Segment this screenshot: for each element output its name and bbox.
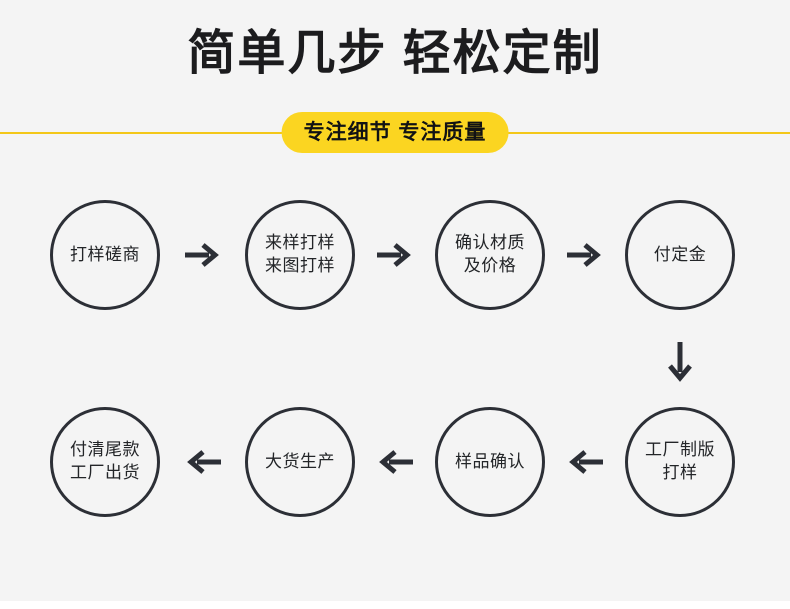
arrow-right-icon: [565, 240, 605, 270]
process-step-label: 确认材质 及价格: [455, 233, 525, 275]
process-step-label: 付定金: [653, 244, 707, 264]
arrow-right-icon: [375, 240, 415, 270]
process-step-node[interactable]: 确认材质 及价格: [435, 200, 545, 310]
process-step-node[interactable]: 工厂制版 打样: [625, 407, 735, 517]
process-step-label: 来样打样 来图打样: [265, 233, 335, 275]
process-step-label: 样品确认: [455, 451, 525, 471]
subtitle-badge: 专注细节 专注质量: [281, 112, 509, 153]
arrow-left-icon: [565, 447, 605, 477]
process-step-node[interactable]: 打样磋商: [50, 200, 160, 310]
process-step-node[interactable]: 来样打样 来图打样: [245, 200, 355, 310]
process-step-label: 打样磋商: [70, 244, 140, 264]
process-step-node[interactable]: 样品确认: [435, 407, 545, 517]
process-step-label: 付清尾款 工厂出货: [70, 440, 140, 482]
bottom-spacer: [0, 601, 790, 609]
process-step-node[interactable]: 付定金: [625, 200, 735, 310]
page-title: 简单几步 轻松定制: [187, 27, 603, 80]
process-step-label: 大货生产: [265, 451, 335, 471]
arrow-right-icon: [183, 240, 223, 270]
process-step-node[interactable]: 大货生产: [245, 407, 355, 517]
process-step-node[interactable]: 付清尾款 工厂出货: [50, 407, 160, 517]
arrow-left-icon: [375, 447, 415, 477]
arrow-down-icon: [665, 340, 695, 386]
process-step-label: 工厂制版 打样: [645, 440, 715, 482]
arrow-left-icon: [183, 447, 223, 477]
